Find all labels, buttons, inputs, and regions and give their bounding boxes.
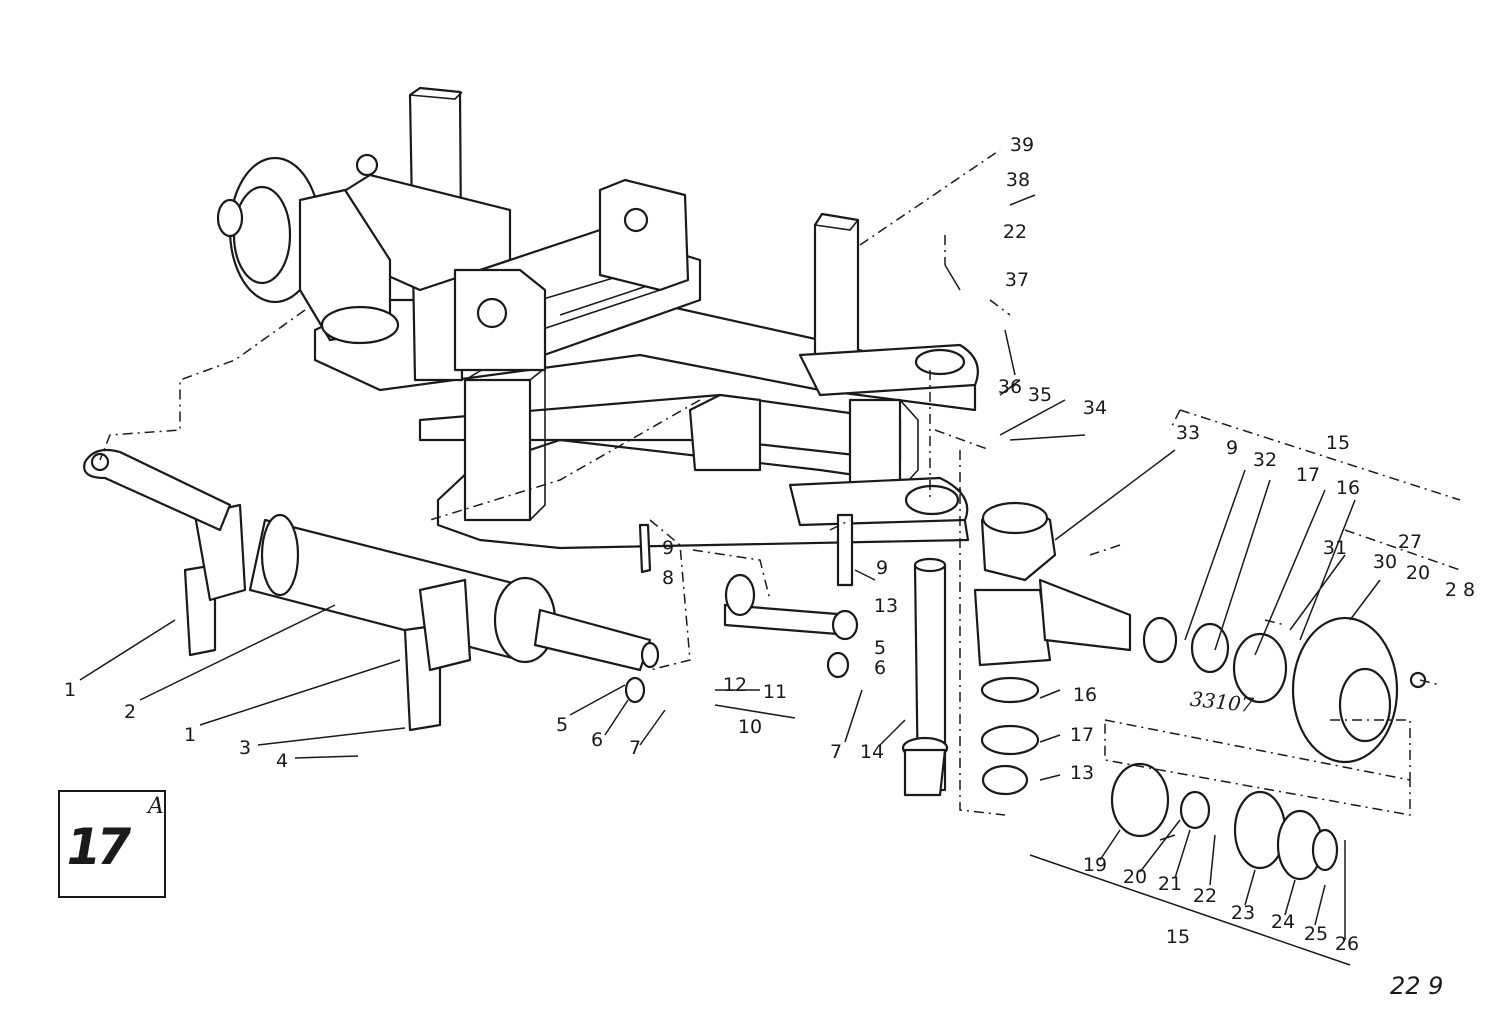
- callout-3: 3: [238, 737, 252, 759]
- callout-36: 36: [997, 376, 1023, 398]
- callout-20: 20: [1122, 866, 1148, 888]
- left-wheel-hub: [216, 153, 400, 345]
- callout-17: 17: [1069, 724, 1095, 746]
- callout-15: 15: [1165, 926, 1191, 948]
- callout-14: 14: [859, 741, 885, 763]
- callout-6: 6: [590, 729, 604, 751]
- callout-4: 4: [275, 750, 289, 772]
- right-wheel-hub: [1110, 616, 1427, 881]
- axle-tube: [83, 448, 660, 732]
- callout-7: 7: [829, 741, 843, 763]
- callout-19: 19: [1082, 854, 1108, 876]
- plate-number: 17: [60, 818, 133, 876]
- callout-35: 35: [1027, 384, 1053, 406]
- callout-21: 21: [1157, 873, 1183, 895]
- callout-38: 38: [1005, 169, 1031, 191]
- callout-5: 5: [873, 637, 887, 659]
- callout-39: 39: [1009, 134, 1035, 156]
- steering-link: [624, 513, 859, 704]
- callout-1: 1: [63, 679, 77, 701]
- callout-16: 16: [1072, 684, 1098, 706]
- callout-34: 34: [1082, 397, 1108, 419]
- callout-10: 10: [737, 716, 763, 738]
- callout-11: 11: [762, 681, 788, 703]
- callout-12: 12: [722, 674, 748, 696]
- callout-6: 6: [873, 657, 887, 679]
- callout-23: 23: [1230, 902, 1256, 924]
- callout-17: 17: [1295, 464, 1321, 486]
- callout-25: 25: [1303, 923, 1329, 945]
- plate-reference-box: 17 A: [58, 790, 166, 898]
- callout-24: 24: [1270, 911, 1296, 933]
- callout-7: 7: [628, 737, 642, 759]
- callout-30: 30: [1372, 551, 1398, 573]
- callout-20: 20: [1405, 562, 1431, 584]
- callout-22: 22: [1002, 221, 1028, 243]
- callout-27: 27: [1397, 531, 1423, 553]
- callout-1: 1: [183, 724, 197, 746]
- callout-8: 8: [661, 567, 675, 589]
- callout-13: 13: [873, 595, 899, 617]
- callout-16: 16: [1335, 477, 1361, 499]
- callout-9: 9: [875, 557, 889, 579]
- callout-2: 2: [123, 701, 137, 723]
- callout-9: 9: [1225, 437, 1239, 459]
- callout-26: 26: [1334, 933, 1360, 955]
- plate-letter: A: [148, 794, 164, 819]
- page-number: 22 9: [1390, 972, 1444, 1000]
- callout-15: 15: [1325, 432, 1351, 454]
- callout-9: 9: [661, 537, 675, 559]
- right-knuckle: [973, 501, 1132, 796]
- callout-28: 2 8: [1444, 579, 1476, 601]
- callout-13: 13: [1069, 762, 1095, 784]
- main-frame: [313, 86, 979, 550]
- callout-33: 33: [1175, 422, 1201, 444]
- king-pin: [901, 557, 949, 797]
- leader-lines: [79, 194, 1381, 966]
- assembly-lines: [99, 149, 1461, 816]
- callout-5: 5: [555, 714, 569, 736]
- callout-31: 31: [1322, 537, 1348, 559]
- callout-22: 22: [1192, 885, 1218, 907]
- callout-37: 37: [1004, 269, 1030, 291]
- callout-32: 32: [1252, 449, 1278, 471]
